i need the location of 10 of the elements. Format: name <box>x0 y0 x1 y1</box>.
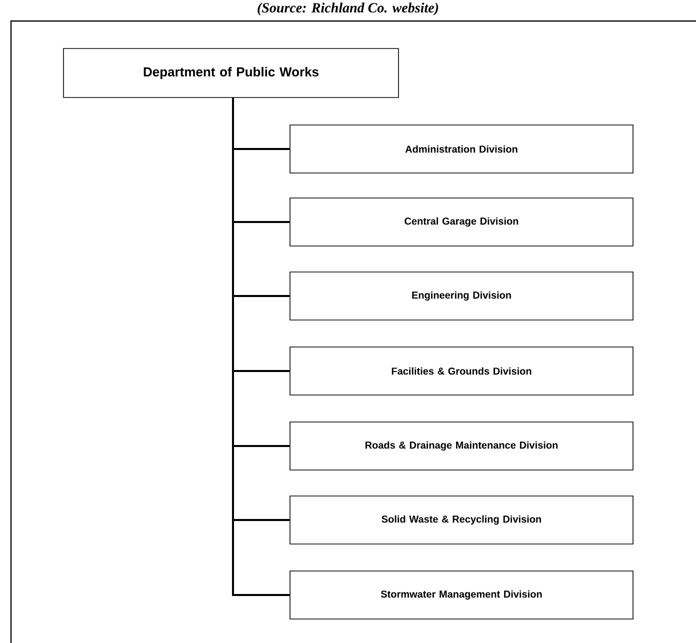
division-box: Solid Waste & Recycling Division <box>290 496 634 544</box>
connector-line <box>232 98 290 596</box>
department-box: Department of Public Works <box>63 48 399 98</box>
division-box: Facilities & Grounds Division <box>290 346 634 396</box>
division-box: Central Garage Division <box>290 198 634 246</box>
division-box: Engineering Division <box>290 272 634 320</box>
caption: (Source: Richland Co. website) <box>258 2 438 16</box>
division-box: Roads & Drainage Maintenance Division <box>290 422 634 470</box>
division-box: Administration Division <box>290 124 634 174</box>
division-box: Stormwater Management Division <box>290 570 634 620</box>
